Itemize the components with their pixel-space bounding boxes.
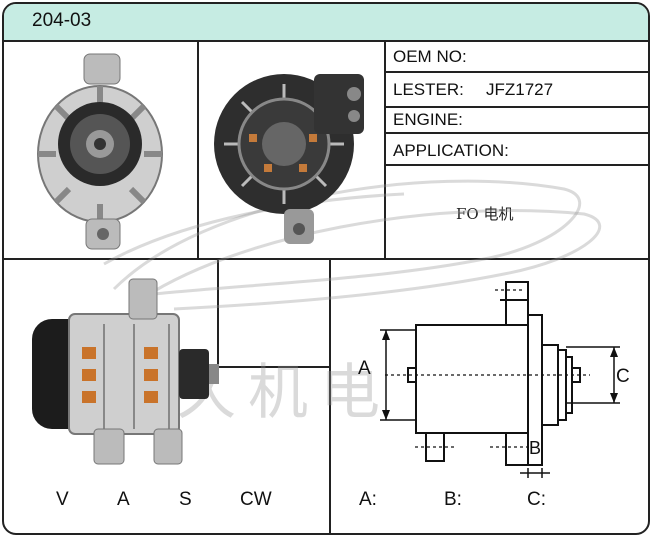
divider <box>384 132 648 134</box>
dimension-drawing <box>380 281 620 478</box>
dim-value-b: B: <box>444 489 462 510</box>
dim-value-c: C: <box>527 489 546 510</box>
divider <box>4 258 648 260</box>
label-v: V <box>56 489 69 510</box>
alternator-side-photo <box>32 278 219 465</box>
divider <box>329 258 331 533</box>
engine-label: ENGINE: <box>393 110 463 129</box>
application-label: APPLICATION: <box>393 141 509 160</box>
divider <box>384 164 648 166</box>
divider <box>217 366 331 368</box>
dim-label-c: C <box>616 366 630 387</box>
application-note: FO 电机 <box>456 205 514 223</box>
divider <box>384 106 648 108</box>
oem-label: OEM NO: <box>393 47 467 66</box>
divider <box>384 40 386 258</box>
label-a: A <box>117 489 130 510</box>
header-bar: 204-03 <box>4 4 648 42</box>
label-cw: CW <box>240 489 272 510</box>
label-s: S <box>179 489 192 510</box>
lester-label: LESTER: <box>393 80 464 99</box>
lester-value: JFZ1727 <box>486 80 554 99</box>
divider <box>384 71 648 73</box>
part-code: 204-03 <box>32 10 92 31</box>
dim-value-a: A: <box>359 489 377 510</box>
dim-label-b: B <box>529 438 542 458</box>
alternator-rear-photo <box>214 74 364 244</box>
divider <box>197 40 199 258</box>
dim-label-a: A <box>358 358 371 379</box>
alternator-front-photo <box>37 53 163 250</box>
divider <box>217 258 219 368</box>
